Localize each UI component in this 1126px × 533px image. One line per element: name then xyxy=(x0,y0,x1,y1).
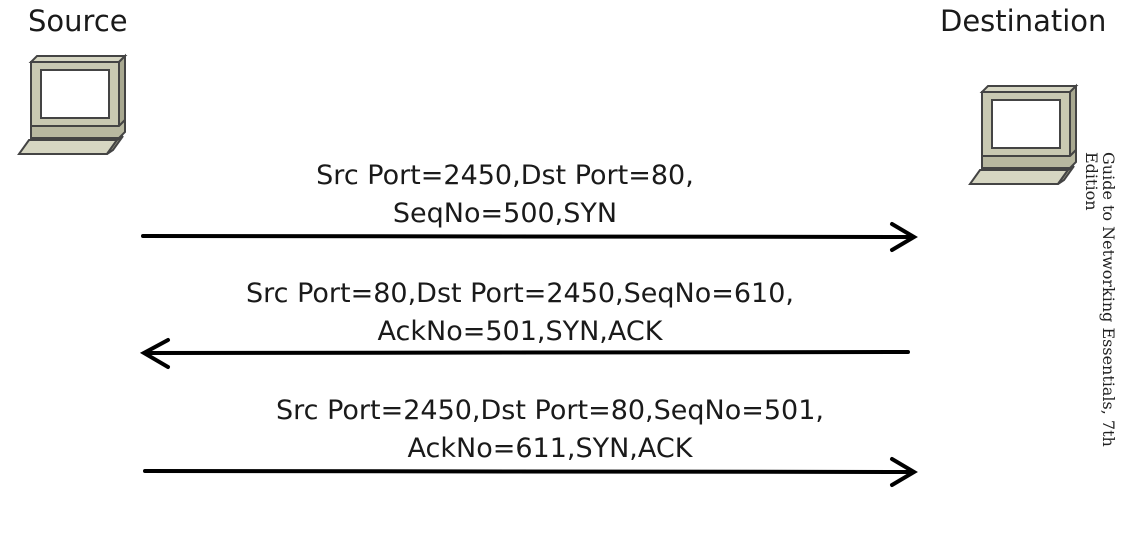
message-3-line-2: AckNo=611,SYN,ACK xyxy=(407,433,693,464)
message-1-line-2: SeqNo=500,SYN xyxy=(392,198,618,229)
message-1-label: Src Port=2450,Dst Port=80, SeqNo=500,SYN xyxy=(205,157,805,233)
message-2-line-2: AckNo=501,SYN,ACK xyxy=(377,316,663,347)
message-2-label: Src Port=80,Dst Port=2450,SeqNo=610, Ack… xyxy=(140,275,900,351)
message-3-line-1: Src Port=2450,Dst Port=80,SeqNo=501, xyxy=(276,395,824,426)
message-2-line-1: Src Port=80,Dst Port=2450,SeqNo=610, xyxy=(246,278,794,309)
destination-label: Destination xyxy=(940,4,1107,38)
message-3-label: Src Port=2450,Dst Port=80,SeqNo=501, Ack… xyxy=(185,392,915,468)
message-2-arrow xyxy=(139,338,910,369)
message-1-line-1: Src Port=2450,Dst Port=80, xyxy=(316,160,694,191)
message-3-arrow xyxy=(143,457,918,487)
book-caption-text: Guide to Networking Essentials, 7th Edit… xyxy=(1082,152,1118,447)
source-computer-icon xyxy=(17,53,128,155)
message-1-arrow xyxy=(141,222,918,252)
source-label: Source xyxy=(28,4,128,38)
destination-computer-icon xyxy=(968,83,1079,185)
book-caption: Guide to Networking Essentials, 7th Edit… xyxy=(1077,152,1118,492)
